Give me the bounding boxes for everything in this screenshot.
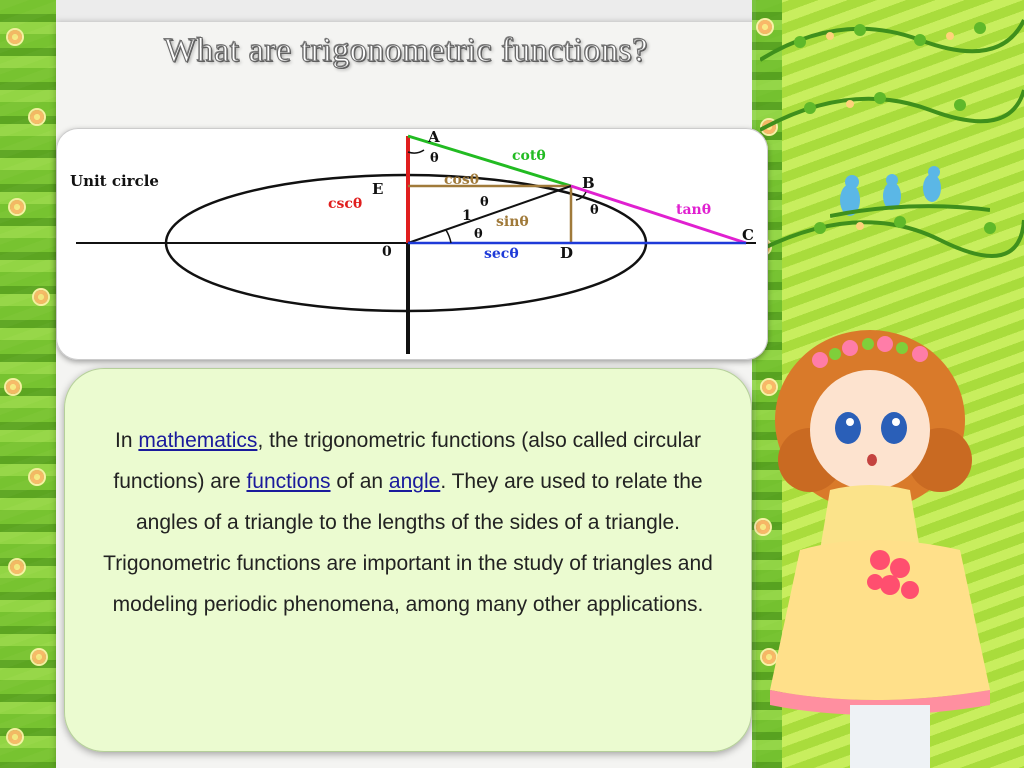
label-tan: tanθ xyxy=(676,202,711,218)
body-paragraph: In mathematics, the trigonometric functi… xyxy=(90,420,726,625)
paragraph-text-3: of an xyxy=(330,470,389,493)
slide-top-strip xyxy=(56,0,756,22)
radius-segment xyxy=(407,185,572,244)
hanging-vines-decoration xyxy=(760,19,1024,258)
label-e: E xyxy=(372,180,383,198)
label-theta-a: θ xyxy=(430,151,439,166)
angle-arc-b xyxy=(575,191,587,201)
text-card xyxy=(64,368,752,752)
label-d: D xyxy=(560,244,573,262)
link-mathematics[interactable]: mathematics xyxy=(138,429,258,452)
link-angle[interactable]: angle xyxy=(388,470,441,493)
anime-girl-illustration xyxy=(770,330,990,768)
link-functions[interactable]: functions xyxy=(246,470,331,493)
label-sec: secθ xyxy=(484,246,519,262)
label-theta-o: θ xyxy=(474,227,483,242)
label-a: A xyxy=(427,128,440,146)
label-theta-b: θ xyxy=(590,203,599,218)
diagram-caption: Unit circle xyxy=(70,172,159,190)
label-origin: 0 xyxy=(382,244,392,260)
label-theta-mid: θ xyxy=(480,195,489,210)
cot-segment xyxy=(407,134,572,188)
left-flower-vine xyxy=(0,0,60,768)
paragraph-text-2: , the trigonometric functions (also call… xyxy=(113,429,701,493)
label-c: C xyxy=(742,226,754,244)
angle-arc-a xyxy=(407,149,425,154)
label-one: 1 xyxy=(462,208,472,224)
tan-segment xyxy=(570,184,747,245)
blue-birds-decoration xyxy=(830,166,990,218)
label-cos: cosθ xyxy=(444,172,479,188)
label-csc: cscθ xyxy=(328,196,362,212)
unit-circle-diagram: Unit circle A θ B C D E 0 1 θ θ θ cotθ c… xyxy=(70,128,756,354)
paragraph-text-1: In xyxy=(115,429,139,452)
paragraph-text-4: . They are used to relate the angles of … xyxy=(103,470,713,616)
angle-arc-o xyxy=(445,229,452,244)
label-b: B xyxy=(582,174,595,192)
label-cot: cotθ xyxy=(512,148,546,164)
unit-circle-diagram-card: Unit circle A θ B C D E 0 1 θ θ θ cotθ c… xyxy=(56,128,768,360)
slide-title: What are trigonometric functions? xyxy=(164,32,648,70)
label-sin: sinθ xyxy=(496,214,529,230)
